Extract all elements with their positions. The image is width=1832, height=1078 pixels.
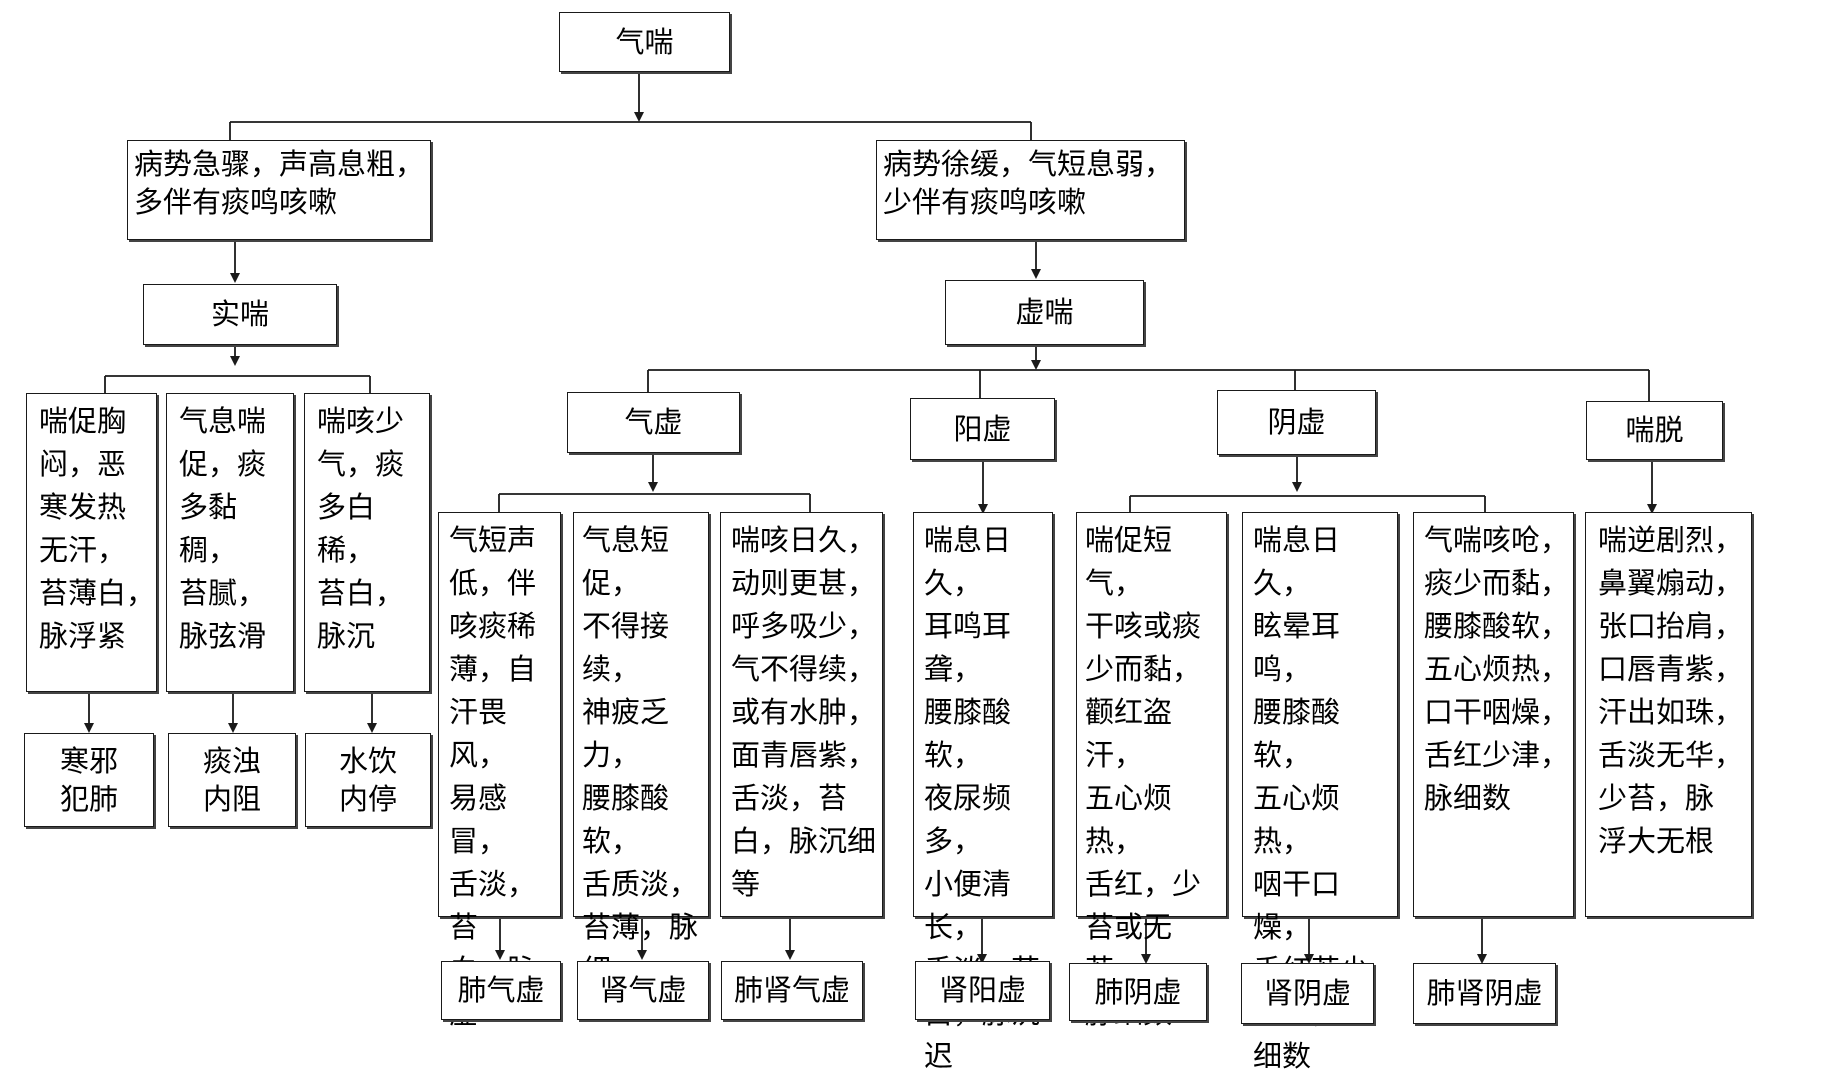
- chronic-symptom-5: 喘促短气， 干咳或痰 少而黏， 颧红盗汗， 五心烦热， 舌红，少 苔或无苔， 脉…: [1076, 512, 1227, 1030]
- chronic-symptom-2: 气息短促， 不得接续， 神疲乏力， 腰膝酸软， 舌质淡， 苔薄，脉 细: [573, 512, 709, 987]
- chronic-symptom-6: 喘息日久， 眩晕耳鸣， 腰膝酸软， 五心烦热， 咽干口燥， 舌红苔少 而干，脉 …: [1242, 512, 1398, 1073]
- yangxu-node: 阳虚: [910, 398, 1055, 460]
- chronic-diagnosis-5: 肺阴虚: [1069, 963, 1207, 1021]
- chronic-diagnosis-3: 肺肾气虚: [721, 961, 863, 1020]
- acute-symptom-2: 气息喘 促，痰 多黏稠， 苔腻， 脉弦滑: [166, 393, 294, 692]
- chronic-symptom-3: 喘咳日久， 动则更甚， 呼多吸少， 气不得续， 或有水肿， 面青唇紫， 舌淡，苔…: [720, 512, 883, 917]
- chronic-diagnosis-1: 肺气虚: [441, 961, 561, 1020]
- acute-diagnosis-1: 寒邪 犯肺: [24, 733, 154, 827]
- chronic-symptom-7: 气喘咳呛， 痰少而黏， 腰膝酸软， 五心烦热， 口干咽燥， 舌红少津， 脉细数: [1413, 512, 1574, 917]
- chronic-diagnosis-6: 肾阴虚: [1241, 963, 1374, 1024]
- acute-diagnosis-2: 痰浊 内阻: [168, 733, 296, 827]
- diagram-connectors: [84, 72, 1657, 964]
- chronic-symptom-4: 喘息日久， 耳鸣耳聋， 腰膝酸软， 夜尿频多， 小便清长， 舌淡，苔 白，脉沉 …: [913, 512, 1053, 1073]
- chronic-symptom-1: 气短声 低，伴 咳痰稀 薄，自 汗畏风， 易感冒， 舌淡，苔 白，脉虚: [438, 512, 561, 1030]
- chronic-diagnosis-7: 肺肾阴虚: [1413, 963, 1556, 1024]
- shichuan-node: 实喘: [143, 284, 337, 345]
- acute-symptom-1: 喘促胸 闷，恶 寒发热 无汗， 苔薄白， 脉浮紧: [26, 393, 157, 692]
- chronic-diagnosis-2: 肾气虚: [577, 961, 709, 1020]
- yinxu-node: 阴虚: [1217, 390, 1376, 455]
- root-node: 气喘: [559, 12, 730, 72]
- chronic-symptom-8: 喘逆剧烈， 鼻翼煽动， 张口抬肩， 口唇青紫， 汗出如珠， 舌淡无华， 少苔，脉…: [1585, 512, 1752, 917]
- qixu-node: 气虚: [567, 392, 740, 453]
- acute-diagnosis-3: 水饮 内停: [305, 733, 431, 827]
- chronic-condition-node: 病势徐缓，气短息弱， 少伴有痰鸣咳嗽: [876, 140, 1185, 240]
- xuchuan-node: 虚喘: [945, 280, 1144, 345]
- chronic-diagnosis-4: 肾阳虚: [915, 961, 1050, 1020]
- acute-condition-node: 病势急骤，声高息粗， 多伴有痰鸣咳嗽: [127, 140, 431, 240]
- acute-symptom-3: 喘咳少 气，痰 多白稀， 苔白， 脉沉: [304, 393, 430, 692]
- chuantuo-node: 喘脱: [1586, 401, 1723, 460]
